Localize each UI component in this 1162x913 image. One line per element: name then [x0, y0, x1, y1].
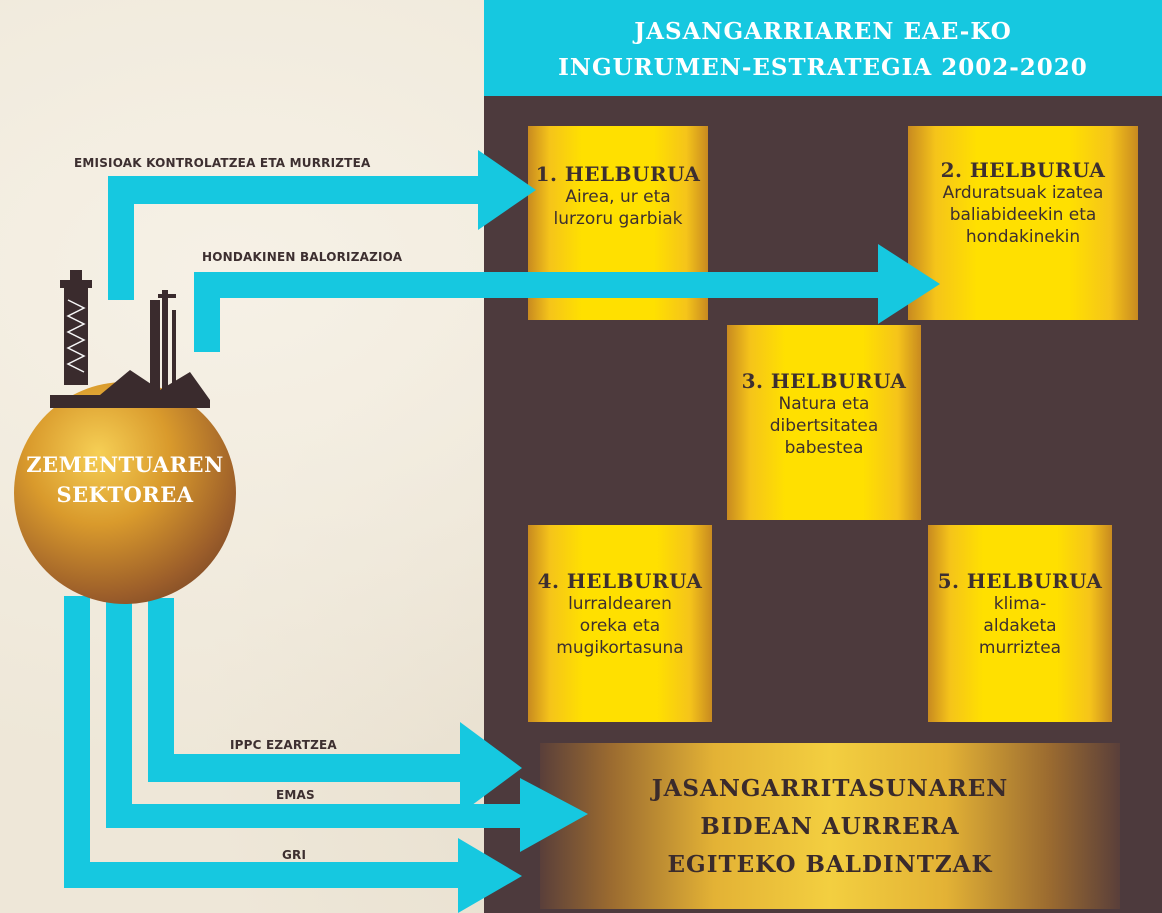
- goal-2-text-line2: baliabideekin eta: [949, 205, 1097, 225]
- goal-3-title: 3. HELBURUA: [741, 369, 907, 393]
- arrow-hondakinen: [194, 244, 940, 352]
- goal-4-text-line3: mugikortasuna: [556, 638, 684, 658]
- conditions-box: JASANGARRITASUNAREN BIDEAN AURRERA EGITE…: [540, 743, 1120, 909]
- goal-4-text-line2: oreka eta: [579, 616, 661, 636]
- goal-2-title: 2. HELBURUA: [940, 158, 1106, 182]
- header-title-line1: JASANGARRIAREN EAE-KO: [634, 18, 1012, 45]
- goal-2-text-line3: hondakinekin: [965, 227, 1081, 247]
- goal-5-text-line3: murriztea: [978, 638, 1062, 658]
- conditions-line1: JASANGARRITASUNAREN: [651, 775, 1009, 802]
- goal-5-box: 5. HELBURUA klima- aldaketa murriztea: [928, 525, 1112, 722]
- goal-5-text-line1: klima-: [993, 594, 1047, 614]
- goal-2-box: 2. HELBURUA Arduratsuak izatea baliabide…: [908, 126, 1138, 320]
- goal-1-text-line2: lurzoru garbiak: [553, 209, 683, 229]
- strategy-header: JASANGARRIAREN EAE-KO INGURUMEN-ESTRATEG…: [484, 0, 1162, 96]
- goal-4-text-line1: lurraldearen: [568, 594, 672, 614]
- goal-3-box: 3. HELBURUA Natura eta dibertsitatea bab…: [727, 325, 921, 520]
- header-title-line2: INGURUMEN-ESTRATEGIA 2002-2020: [558, 54, 1088, 81]
- arrow-gri: [64, 596, 522, 913]
- flow-label-ippc: IPPC EZARTZEA: [230, 738, 337, 752]
- goal-1-title: 1. HELBURUA: [535, 162, 701, 186]
- goal-3-text-line3: babestea: [784, 438, 864, 458]
- arrow-ippc: [148, 598, 522, 814]
- globe-icon: ZEMENTUAREN SEKTOREA: [14, 382, 236, 604]
- goal-5-text-line2: aldaketa: [983, 616, 1057, 636]
- goal-2-text-line1: Arduratsuak izatea: [942, 183, 1104, 203]
- flow-label-hondakinen: HONDAKINEN BALORIZAZIOA: [202, 250, 403, 264]
- goal-4-box: 4. HELBURUA lurraldearen oreka eta mugik…: [528, 525, 712, 722]
- source-label-line2: SEKTOREA: [56, 482, 194, 507]
- source-label-line1: ZEMENTUAREN: [26, 452, 224, 477]
- conditions-line3: EGITEKO BALDINTZAK: [667, 851, 993, 878]
- goal-5-title: 5. HELBURUA: [937, 569, 1103, 593]
- flow-label-emas: EMAS: [276, 788, 315, 802]
- goal-3-text-line1: Natura eta: [778, 394, 870, 414]
- flow-label-gri: GRI: [282, 848, 307, 862]
- arrow-emisioak: [108, 150, 536, 300]
- goal-3-text-line2: dibertsitatea: [769, 416, 879, 436]
- goal-4-title: 4. HELBURUA: [537, 569, 703, 593]
- conditions-line2: BIDEAN AURRERA: [700, 813, 960, 840]
- flow-label-emisioak: EMISIOAK KONTROLATZEA ETA MURRIZTEA: [74, 156, 371, 170]
- arrow-emas: [106, 600, 588, 852]
- goal-1-text-line1: Airea, ur eta: [565, 187, 671, 207]
